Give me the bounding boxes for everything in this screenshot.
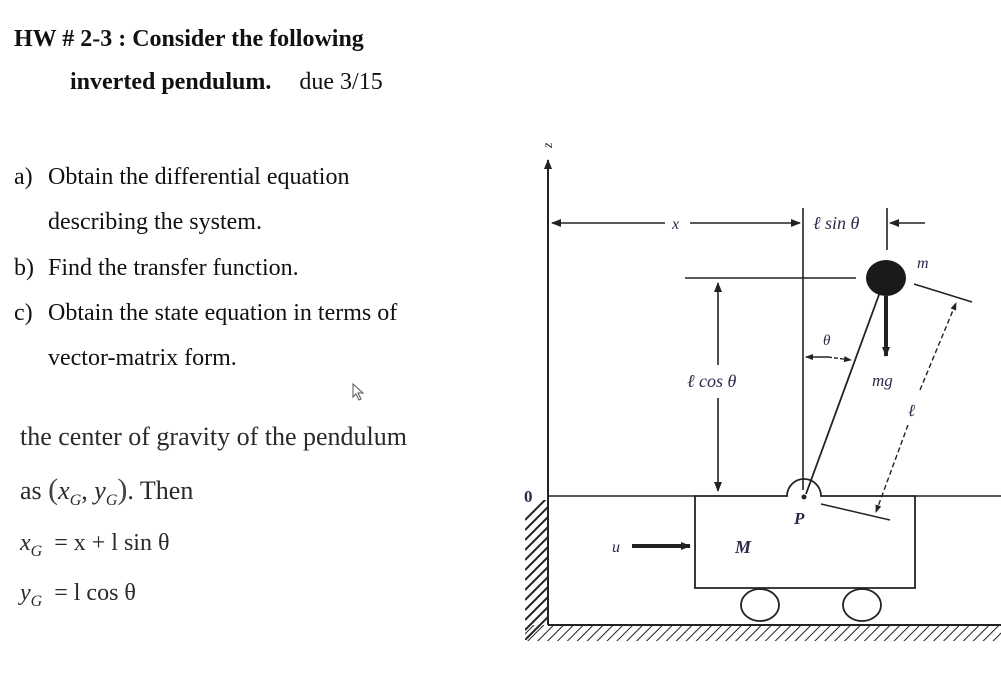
- title-line-2: inverted pendulum.: [70, 69, 272, 95]
- length-dim-arrow-down: [875, 424, 909, 513]
- length-dim-top-tick: [913, 283, 973, 303]
- question-a-label: a): [14, 164, 33, 190]
- mass-m-label: m: [917, 255, 929, 272]
- cg-note-line-2: as (xG, yG). Then: [20, 473, 194, 509]
- pendulum-bob: [866, 260, 906, 296]
- l-cos-theta-label: ℓ cos θ: [687, 371, 736, 391]
- title-line-1: HW # 2-3 : Consider the following: [14, 26, 364, 52]
- note-as: as: [20, 476, 42, 505]
- eq2-lhs-var: y: [20, 580, 31, 606]
- input-u-label: u: [612, 539, 620, 556]
- question-b-label: b): [14, 255, 34, 281]
- due-date: due 3/15: [299, 69, 383, 95]
- z-axis-label: z: [541, 142, 556, 149]
- eq1-rhs: = x + l sin θ: [54, 530, 170, 556]
- cart-body: [694, 478, 916, 589]
- length-l-label: ℓ: [908, 401, 915, 420]
- cart-wheel-left: [740, 588, 780, 622]
- x-dim-label: x: [671, 216, 679, 233]
- comma: ,: [81, 476, 88, 505]
- l-sin-theta-label: ℓ sin θ: [813, 213, 860, 233]
- question-c-text-2: vector-matrix form.: [48, 345, 237, 371]
- length-dim-bottom-tick: [820, 503, 891, 521]
- cart-mass-label: M: [734, 537, 752, 557]
- question-c-label: c): [14, 300, 33, 326]
- question-b: b) Find the transfer function.: [14, 255, 299, 282]
- question-c: c) Obtain the state equation in terms of: [14, 300, 397, 327]
- question-c-text-1: Obtain the state equation in terms of: [48, 300, 398, 326]
- equation-yg: yG = l cos θ: [20, 580, 136, 610]
- close-paren: ): [117, 473, 128, 506]
- note-then: Then: [139, 476, 194, 505]
- equation-xg: xG = x + l sin θ: [20, 530, 170, 560]
- yg-var: y: [94, 476, 106, 505]
- pivot-point: [801, 494, 807, 500]
- cart-wheel-right: [842, 588, 882, 622]
- eq1-lhs-sub: G: [30, 543, 43, 560]
- assignment-subtitle: inverted pendulum. due 3/15: [70, 69, 383, 96]
- eq1-lhs-var: x: [20, 530, 31, 556]
- eq2-rhs: = l cos θ: [54, 580, 136, 606]
- theta-label: θ: [823, 333, 831, 349]
- mg-label: mg: [872, 371, 893, 390]
- ground-hatch: [525, 625, 1001, 641]
- eq2-lhs-sub: G: [30, 593, 43, 610]
- question-a-text-2: describing the system.: [48, 209, 262, 235]
- pivot-p-label: P: [793, 509, 805, 528]
- xg-var: x: [58, 476, 70, 505]
- question-a: a) Obtain the differential equation: [14, 164, 349, 191]
- length-dim-arrow-up: [919, 302, 957, 391]
- assignment-title: HW # 2-3 : Consider the following: [14, 26, 364, 53]
- mouse-pointer-icon: [352, 382, 366, 406]
- open-paren: (: [48, 473, 59, 506]
- question-b-text-1: Find the transfer function.: [48, 255, 299, 281]
- question-a-text-1: Obtain the differential equation: [48, 164, 350, 190]
- xg-sub: G: [69, 492, 82, 509]
- cg-note-line-1: the center of gravity of the pendulum: [20, 422, 407, 451]
- pendulum-rod: [805, 291, 881, 495]
- yg-sub: G: [105, 492, 118, 509]
- period: .: [127, 476, 134, 505]
- theta-arrow-right: [827, 356, 852, 363]
- origin-label: 0: [524, 487, 533, 506]
- wall-hatch: [525, 500, 548, 640]
